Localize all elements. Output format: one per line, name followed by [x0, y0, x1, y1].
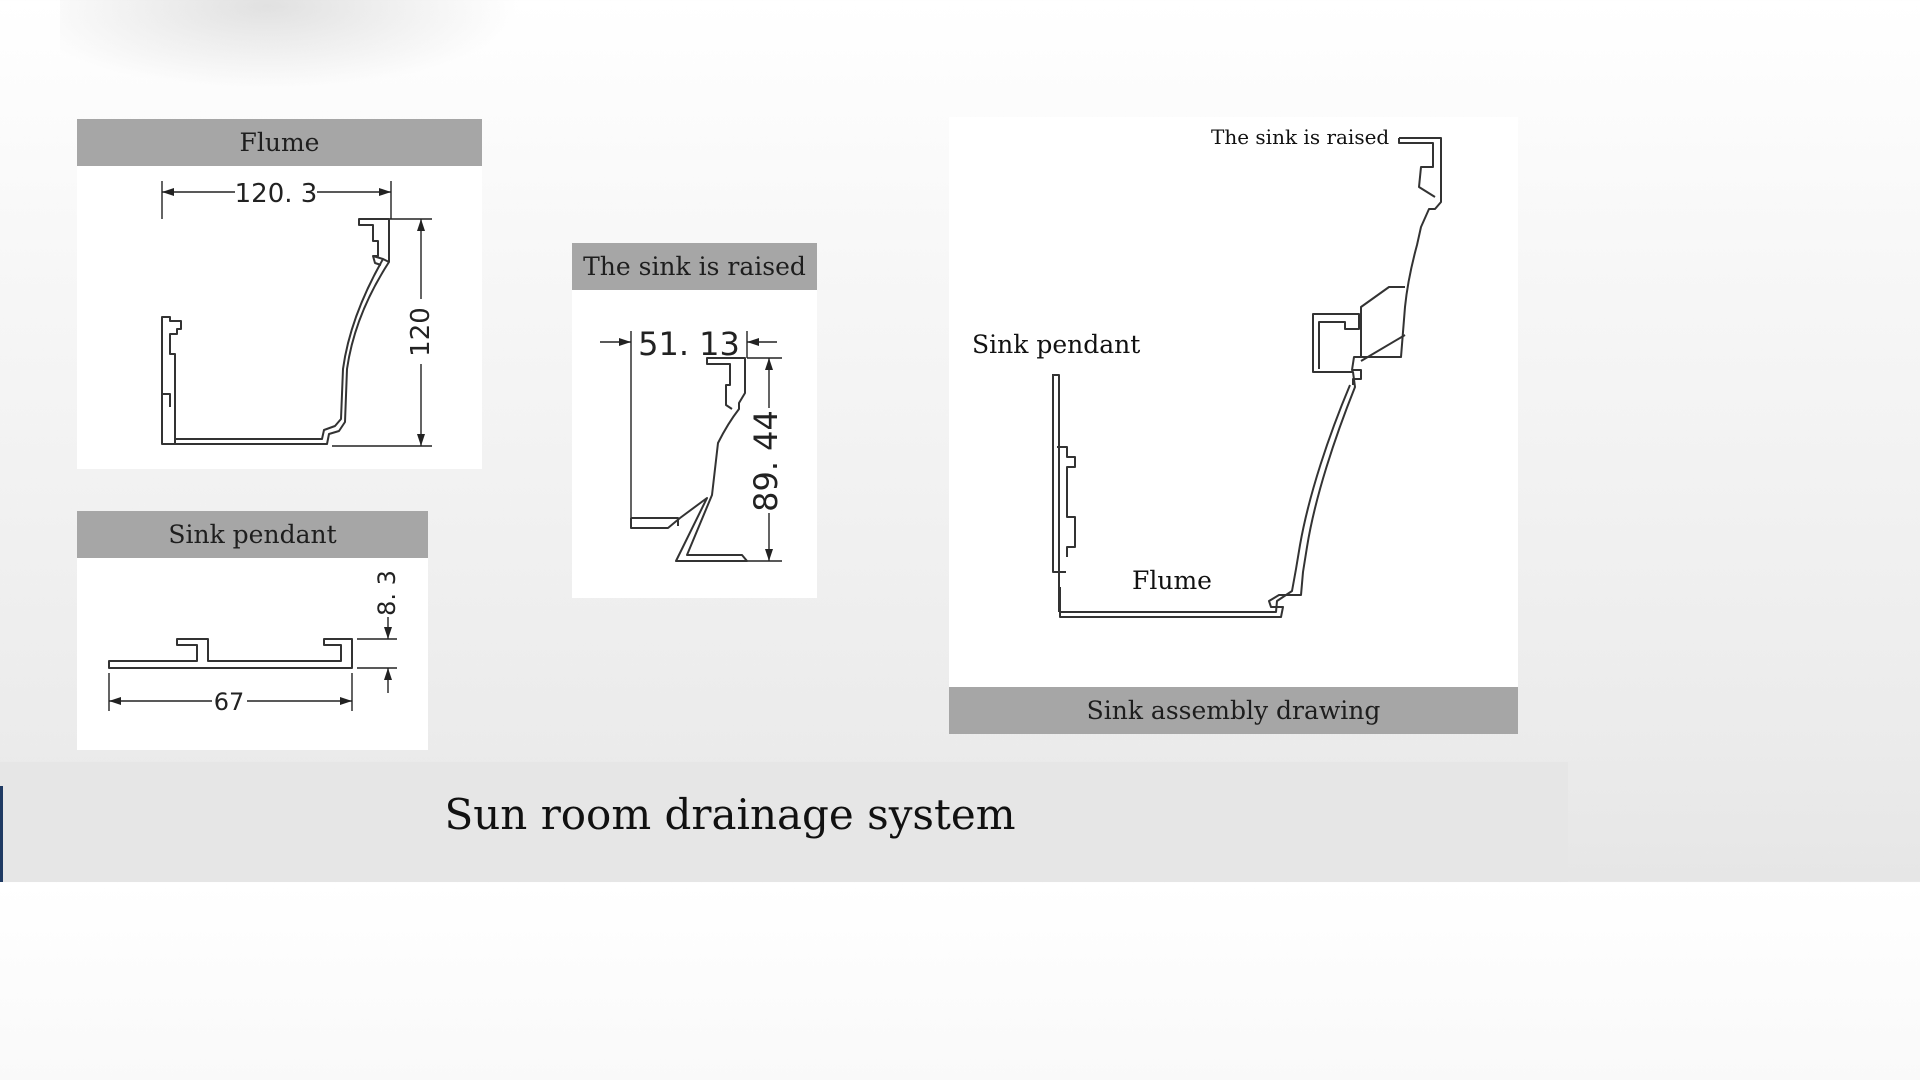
flume-panel: Flume 120. 3 120 [77, 119, 482, 469]
flume-width-dim: 120. 3 [235, 179, 318, 209]
sink-pendant-drawing: 67 8. 3 [108, 570, 401, 716]
assembly-panel-title: Sink assembly drawing [949, 687, 1518, 734]
assembly-drawing [1052, 137, 1442, 618]
page-title: Sun room drainage system [444, 790, 1016, 839]
sink-raised-panel: The sink is raised 51. 13 89. 44 [572, 243, 817, 598]
flume-height-dim: 120 [406, 307, 436, 357]
assembly-label-flume: Flume [1132, 566, 1212, 595]
sink-pendant-panel-title: Sink pendant [77, 511, 428, 558]
sink-raised-width-dim: 51. 13 [638, 325, 740, 363]
background-blur [60, 0, 520, 90]
sink-raised-drawing: 51. 13 89. 44 [600, 325, 785, 562]
footer-accent [0, 786, 3, 882]
sink-pendant-thickness-dim: 8. 3 [373, 570, 401, 616]
flume-drawing: 120. 3 120 [161, 179, 436, 447]
assembly-label-raised: The sink is raised [1211, 125, 1390, 149]
sink-pendant-width-dim: 67 [214, 688, 245, 716]
footer-band [0, 762, 1568, 882]
flume-panel-title: Flume [77, 119, 482, 166]
assembly-panel: Sink assembly drawing The sink is raised… [949, 117, 1518, 734]
sink-pendant-panel: Sink pendant 67 8. 3 [77, 511, 428, 750]
assembly-label-pendant: Sink pendant [972, 330, 1141, 359]
sink-raised-panel-title: The sink is raised [572, 243, 817, 290]
sink-raised-height-dim: 89. 44 [747, 410, 785, 512]
